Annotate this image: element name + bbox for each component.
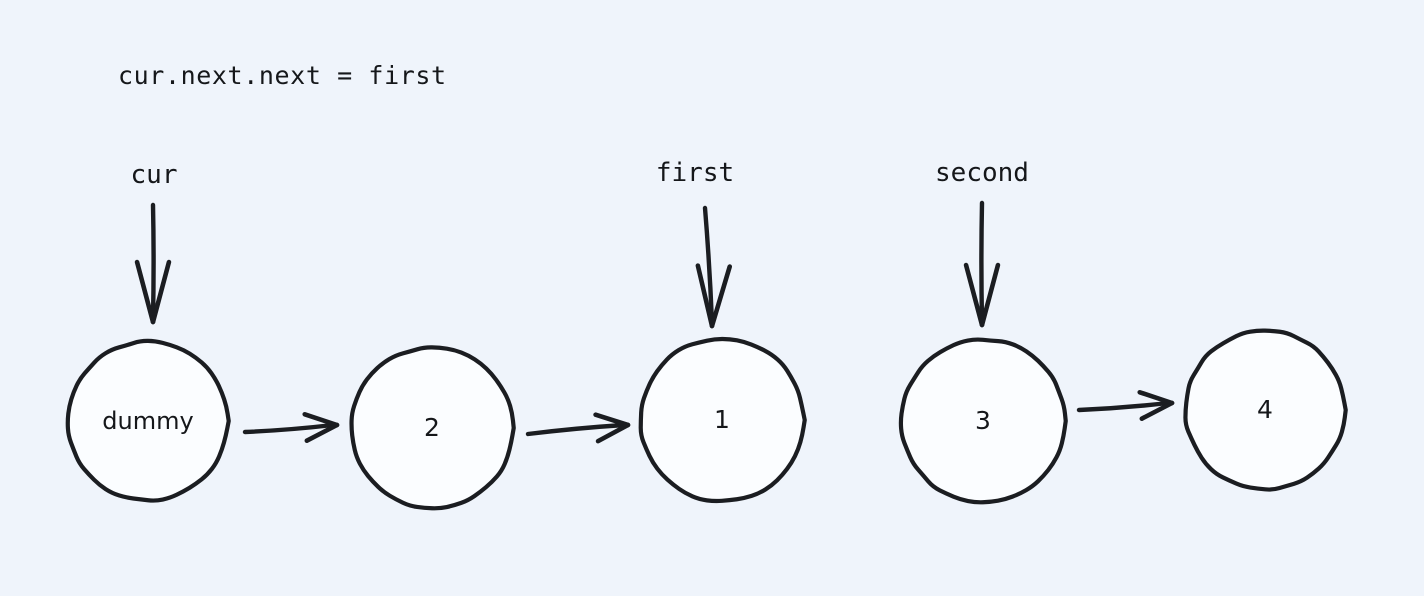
link-arrow-n3-to-n4	[1076, 389, 1175, 421]
node-label-n2: 2	[424, 413, 440, 442]
pointer-label-second: second	[935, 158, 1029, 188]
node-circle-n3	[898, 337, 1068, 505]
nodes-group: dummy 2 1 3 4	[65, 328, 1348, 511]
code-statement-title: cur.next.next = first	[118, 61, 447, 90]
node-n2: 2	[349, 345, 516, 511]
node-circle-dummy	[65, 338, 231, 503]
node-circle-n1	[638, 336, 807, 504]
node-label-n1: 1	[714, 405, 730, 434]
pointer-second: second	[935, 158, 1029, 328]
node-dummy: dummy	[65, 338, 231, 503]
node-label-n3: 3	[975, 406, 991, 435]
link-arrow-n2-to-n1	[525, 412, 631, 444]
pointer-label-cur: cur	[131, 160, 178, 190]
node-n1: 1	[638, 336, 807, 504]
pointer-arrows-group: cur first second	[131, 158, 1029, 329]
node-n3: 3	[898, 337, 1068, 505]
node-label-n4: 4	[1257, 395, 1273, 424]
link-arrows-group	[242, 389, 1175, 444]
node-circle-n4	[1183, 328, 1348, 492]
pointer-label-first: first	[656, 158, 734, 188]
node-n4: 4	[1183, 328, 1348, 492]
pointer-cur: cur	[131, 160, 178, 325]
pointer-first: first	[656, 158, 734, 329]
node-circle-n2	[349, 345, 516, 511]
link-arrow-dummy-to-n2	[242, 411, 340, 443]
node-label-dummy: dummy	[102, 407, 193, 435]
